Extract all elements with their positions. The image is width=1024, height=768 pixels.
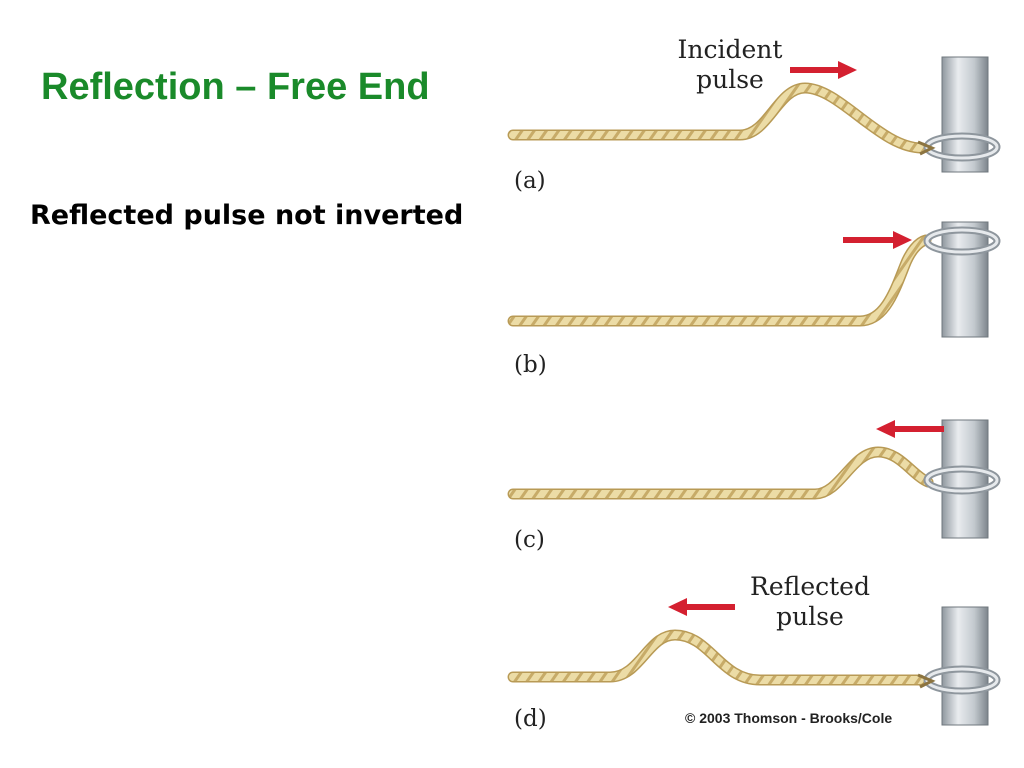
reflected-pulse-caption: Reflected pulse bbox=[740, 572, 880, 632]
bullet-text: Reflected pulse not inverted bbox=[30, 200, 464, 231]
panel-label-b: (b) bbox=[514, 352, 547, 378]
panel-label-d: (d) bbox=[514, 706, 547, 732]
pole-c bbox=[941, 419, 989, 539]
panel-b bbox=[507, 221, 1001, 338]
panel-c bbox=[507, 419, 1001, 539]
panel-label-c: (c) bbox=[514, 527, 545, 553]
reflected-caption-line2: pulse bbox=[776, 602, 844, 631]
figure-drawing bbox=[507, 56, 1001, 726]
copyright-notice: © 2003 Thomson - Brooks/Cole bbox=[685, 710, 893, 726]
panel-d bbox=[507, 598, 1001, 726]
reflected-caption-line1: Reflected bbox=[750, 572, 870, 601]
rope-reflection-figure: Incident pulse Reflected pulse (a) (b) (… bbox=[500, 20, 1024, 768]
panel-a bbox=[507, 56, 1001, 173]
rope-b bbox=[507, 234, 932, 327]
pole-b bbox=[941, 221, 989, 338]
incident-caption-line1: Incident bbox=[677, 35, 783, 64]
panel-label-a: (a) bbox=[514, 168, 546, 194]
incident-pulse-caption: Incident pulse bbox=[660, 35, 800, 95]
incident-caption-line2: pulse bbox=[696, 65, 764, 94]
slide-title: Reflection – Free End bbox=[41, 66, 430, 108]
